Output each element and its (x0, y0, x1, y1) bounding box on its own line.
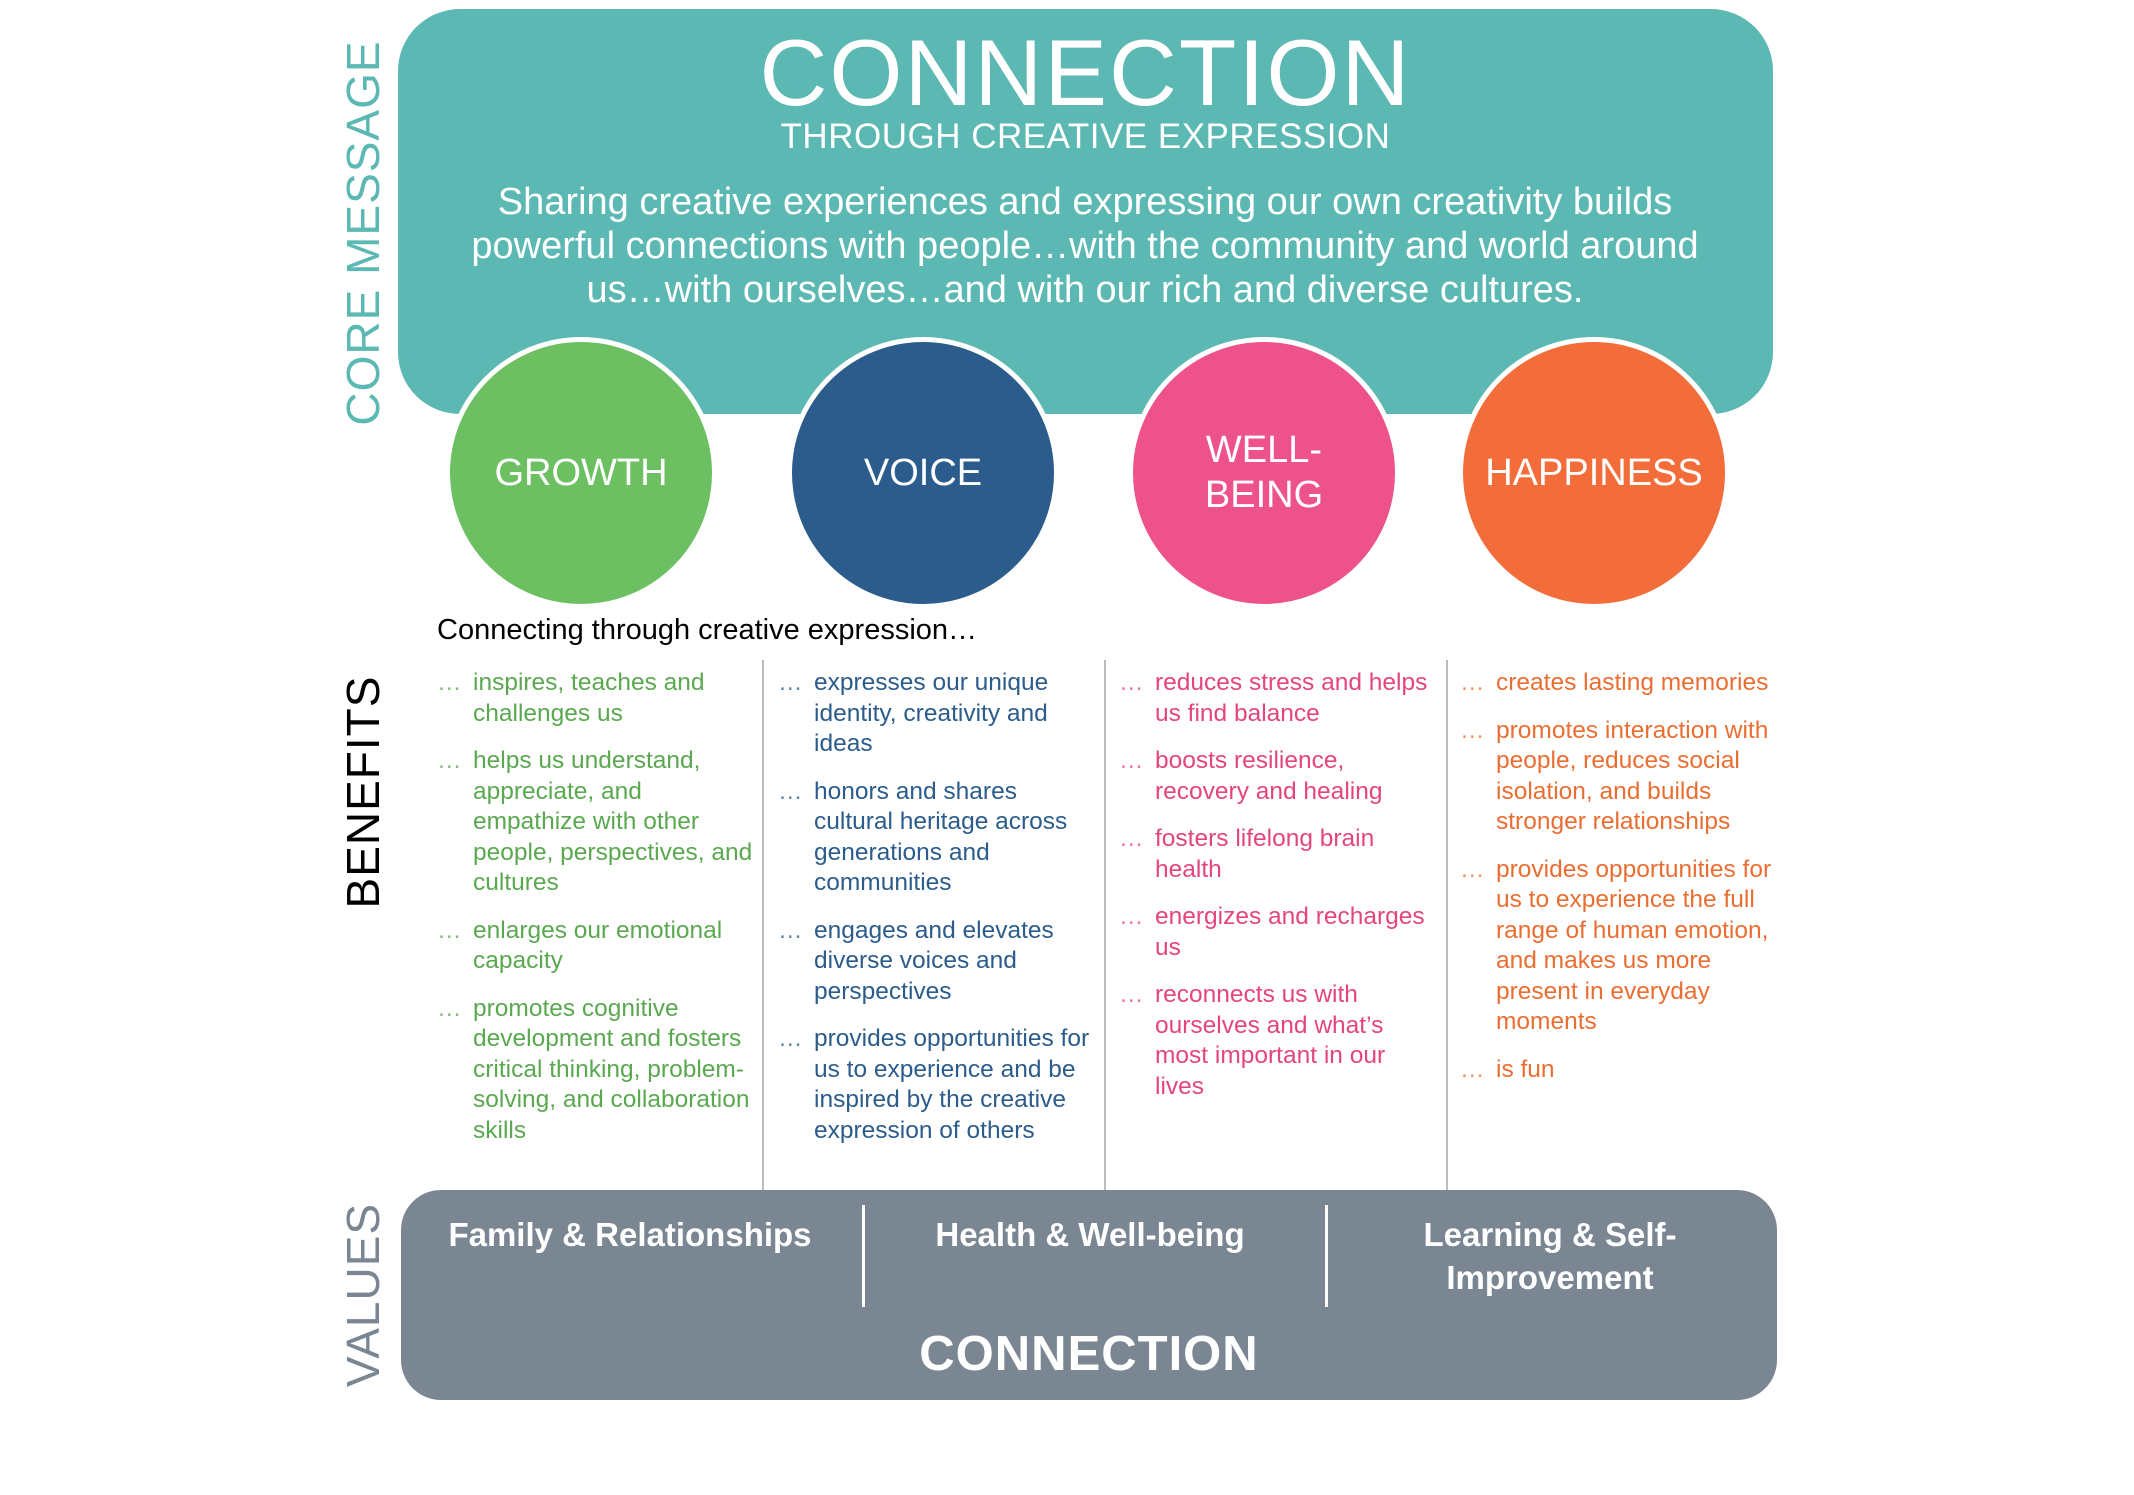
ellipsis: … (778, 669, 804, 696)
benefits-intro: Connecting through creative expression… (437, 614, 978, 646)
benefit-item: … provides opportunities for us to experi… (778, 1024, 1096, 1146)
benefit-text: energizes and recharges us (1155, 903, 1425, 961)
ellipsis: … (437, 994, 463, 1022)
benefit-item: … fosters lifelong brain health (1119, 824, 1437, 885)
ellipsis: … (778, 916, 804, 944)
values-title: CONNECTION (919, 1327, 1259, 1381)
benefit-item: … inspires, teaches and challenges us (437, 668, 755, 729)
benefit-text: enlarges our emotional capacity (473, 916, 723, 975)
core-message-label: CORE MESSAGE (337, 40, 389, 426)
ellipsis: … (1119, 981, 1145, 1008)
ellipsis: … (1119, 903, 1145, 930)
ellipsis: … (1460, 1055, 1486, 1083)
wellbeing-label: WELL-BEING (1204, 429, 1324, 516)
benefit-item: … boosts resilience, recovery and healing (1119, 746, 1437, 807)
benefit-text: promotes interaction with people, reduce… (1496, 716, 1769, 836)
benefit-text: provides opportunities for us to experie… (814, 1025, 1090, 1144)
ellipsis: … (437, 916, 463, 944)
benefit-text: inspires, teaches and challenges us (473, 669, 705, 727)
core-title: CONNECTION (759, 20, 1412, 125)
benefit-item: … reconnects us with ourselves and what’s… (1119, 980, 1437, 1102)
column-divider (1104, 660, 1106, 1190)
values-box (401, 1190, 1777, 1400)
benefit-item: … enlarges our emotional capacity (437, 916, 755, 977)
ellipsis: … (437, 669, 463, 696)
wellbeing-circle: WELL-BEING (1128, 337, 1400, 609)
value-family: Family & Relationships (448, 1216, 812, 1253)
benefit-text: reduces stress and helps us find balance (1155, 669, 1428, 727)
core-body: Sharing creative experiences and express… (471, 181, 1699, 311)
growth-label: GROWTH (494, 451, 668, 494)
values-label: VALUES (337, 1202, 389, 1388)
value-divider (862, 1205, 865, 1307)
benefit-item: … creates lasting memories (1460, 668, 1778, 699)
benefit-item: … engages and elevates diverse voices and… (778, 916, 1096, 1008)
benefit-item: … promotes cognitive development and fost… (437, 994, 755, 1147)
benefit-item: … reduces stress and helps us find balanc… (1119, 668, 1437, 729)
benefit-text: creates lasting memories (1496, 669, 1769, 696)
benefit-item: … helps us understand, appreciate, and em… (437, 746, 755, 899)
ellipsis: … (437, 747, 463, 774)
benefit-text: provides opportunities for us to experie… (1496, 855, 1772, 1036)
benefit-item: … is fun (1460, 1055, 1778, 1086)
benefit-item: … provides opportunities for us to experi… (1460, 855, 1778, 1038)
benefits-label: BENEFITS (337, 675, 389, 909)
ellipsis: … (1460, 669, 1486, 696)
value-learning: Learning & Self-Improvement (1423, 1216, 1677, 1296)
benefit-text: honors and shares cultural heritage acro… (814, 777, 1068, 897)
voice-circle: VOICE (787, 337, 1059, 609)
benefit-item: … honors and shares cultural heritage acr… (778, 777, 1096, 899)
benefit-text: reconnects us with ourselves and what’s … (1155, 981, 1386, 1100)
benefit-text: fosters lifelong brain health (1155, 825, 1375, 883)
ellipsis: … (1119, 747, 1145, 774)
ellipsis: … (778, 777, 804, 805)
happiness-label: HAPPINESS (1485, 451, 1703, 494)
voice-benefits-column: … expresses our unique identity, creativi… (778, 668, 1096, 1163)
benefit-text: promotes cognitive development and foste… (473, 994, 750, 1144)
ellipsis: … (1460, 855, 1486, 883)
core-subtitle: THROUGH CREATIVE EXPRESSION (780, 117, 1391, 156)
ellipsis: … (1119, 825, 1145, 852)
growth-circle: GROWTH (445, 337, 717, 609)
column-divider (762, 660, 764, 1190)
wellbeing-benefits-column: … reduces stress and helps us find balanc… (1119, 668, 1437, 1119)
growth-benefits-column: … inspires, teaches and challenges us … he… (437, 668, 755, 1163)
benefit-text: boosts resilience, recovery and healing (1155, 747, 1383, 805)
benefit-item: … expresses our unique identity, creativi… (778, 668, 1096, 760)
column-divider (1446, 660, 1448, 1190)
benefit-text: helps us understand, appreciate, and emp… (473, 747, 753, 896)
happiness-benefits-column: … creates lasting memories … promotes inte… (1460, 668, 1778, 1102)
ellipsis: … (1460, 716, 1486, 744)
happiness-circle: HAPPINESS (1458, 337, 1730, 609)
ellipsis: … (1119, 669, 1145, 696)
ellipsis: … (778, 1025, 804, 1052)
benefit-item: … energizes and recharges us (1119, 902, 1437, 963)
benefit-item: … promotes interaction with people, reduc… (1460, 716, 1778, 838)
voice-label: VOICE (863, 451, 983, 494)
value-divider (1325, 1205, 1328, 1307)
benefit-text: engages and elevates diverse voices and … (814, 916, 1054, 1005)
value-health: Health & Well-being (935, 1216, 1245, 1253)
benefit-text: expresses our unique identity, creativit… (814, 669, 1049, 757)
benefit-text: is fun (1496, 1055, 1555, 1083)
